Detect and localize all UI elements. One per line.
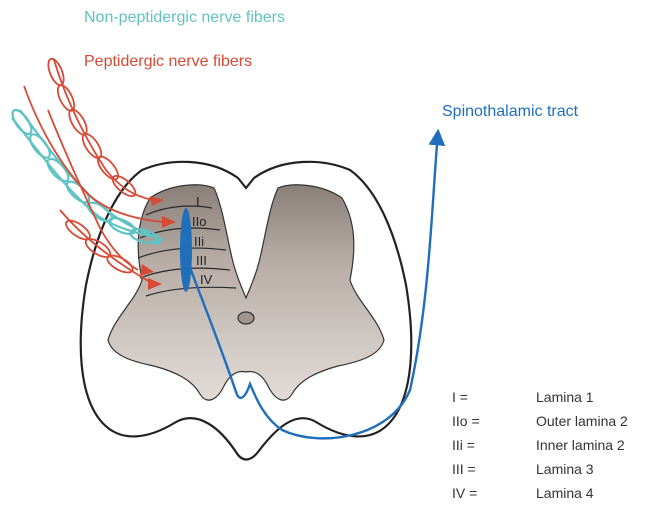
spinothalamic-label: Spinothalamic tract bbox=[442, 103, 579, 120]
laminae-legend: I = Lamina 1 IIo = Outer lamina 2 IIi = … bbox=[452, 389, 628, 501]
legend-value-3: Inner lamina 2 bbox=[536, 437, 625, 453]
legend-key-2: IIo = bbox=[452, 413, 480, 429]
lamina-IIi-mark: IIi bbox=[194, 234, 204, 249]
legend-key-5: IV = bbox=[452, 485, 477, 501]
lamina-IIo-mark: IIo bbox=[192, 214, 206, 229]
legend-key-1: I = bbox=[452, 389, 468, 405]
central-canal bbox=[238, 312, 254, 324]
legend-value-2: Outer lamina 2 bbox=[536, 413, 628, 429]
legend-key-4: III = bbox=[452, 461, 476, 477]
lamina-IV-mark: IV bbox=[200, 272, 213, 287]
lamina-III-mark: III bbox=[196, 253, 207, 268]
lamina-I-mark: I bbox=[196, 194, 200, 209]
legend-key-3: IIi = bbox=[452, 437, 475, 453]
non-peptidergic-label: Non-peptidergic nerve fibers bbox=[84, 9, 285, 26]
legend-value-1: Lamina 1 bbox=[536, 389, 594, 405]
peptidergic-label: Peptidergic nerve fibers bbox=[84, 53, 252, 70]
legend-value-4: Lamina 3 bbox=[536, 461, 594, 477]
projection-neuron bbox=[180, 208, 192, 292]
legend-value-5: Lamina 4 bbox=[536, 485, 594, 501]
